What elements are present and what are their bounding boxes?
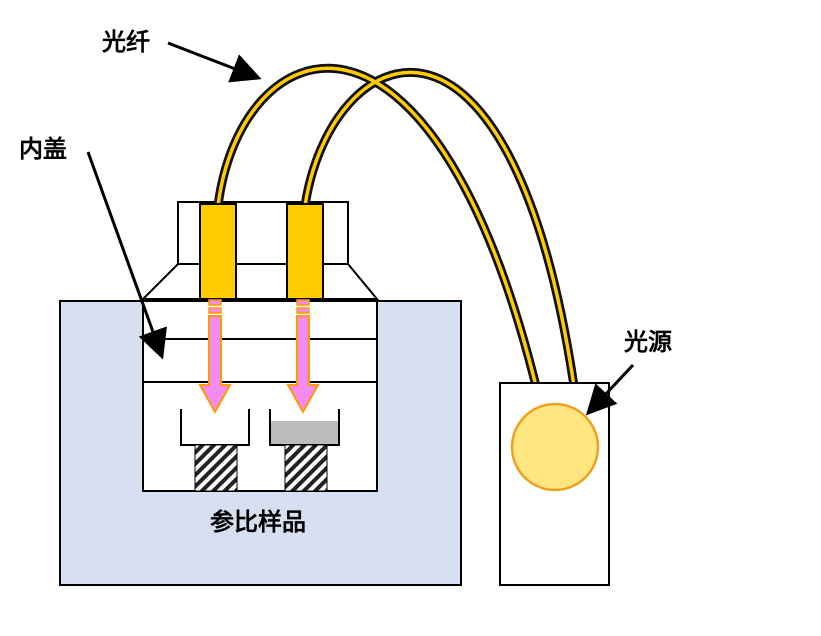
- fiber-probe-right: [286, 203, 324, 300]
- sample-holder-left: [194, 444, 238, 492]
- lamp-icon: [510, 402, 600, 492]
- sample-holder-right: [284, 444, 328, 492]
- label-samples: 参比样品: [210, 508, 306, 536]
- inner-lid: [142, 338, 378, 383]
- inner-compartment: [142, 300, 378, 492]
- reference-cup-right: [269, 409, 340, 446]
- label-inner-lid: 内盖: [19, 135, 67, 163]
- light-source-pointer-arrow: [585, 363, 635, 416]
- fiber-probe-left: [199, 203, 237, 300]
- inner-lid-pointer-arrow: [86, 151, 167, 360]
- label-fiber: 光纤: [101, 28, 150, 56]
- label-light-source: 光源: [623, 328, 672, 356]
- fiber-pointer-arrow: [167, 41, 262, 83]
- light-beam-right: [286, 299, 320, 415]
- sample-cup-left: [180, 409, 250, 446]
- light-beam-left: [198, 299, 232, 415]
- fiber-core-left: [216, 66, 538, 387]
- fiber-core-right: [303, 70, 576, 387]
- probe-housing-base: [140, 263, 380, 300]
